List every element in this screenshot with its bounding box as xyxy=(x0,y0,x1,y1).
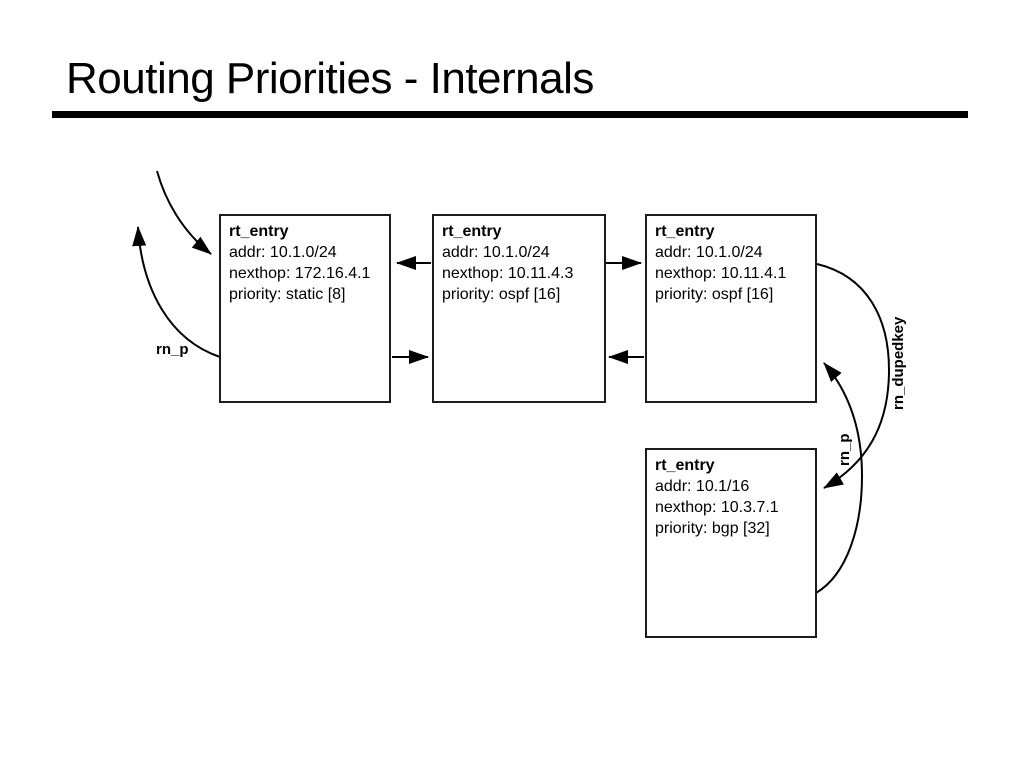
node-struct-name: rt_entry xyxy=(229,223,289,240)
rt-entry-node-2: rt_entry addr: 10.1.0/24 nexthop: 10.11.… xyxy=(432,214,606,403)
node-priority: priority: ospf [16] xyxy=(655,286,774,303)
node-priority: priority: ospf [16] xyxy=(442,286,561,303)
rn-dupedkey-arrow xyxy=(816,263,891,489)
node-priority: priority: bgp [32] xyxy=(655,520,770,537)
node-addr: addr: 10.1.0/24 xyxy=(442,244,550,261)
incoming-arrow xyxy=(156,170,212,255)
node-nexthop: nexthop: 10.11.4.1 xyxy=(655,265,787,282)
page-title: Routing Priorities - Internals xyxy=(66,54,594,103)
rt-entry-node-1: rt_entry addr: 10.1.0/24 nexthop: 172.16… xyxy=(219,214,391,403)
label-rn-p-right: rn_p xyxy=(836,433,853,466)
node-struct-name: rt_entry xyxy=(655,223,715,240)
node-priority: priority: static [8] xyxy=(229,286,346,303)
label-rn-dupedkey: rn_dupedkey xyxy=(890,316,907,410)
rt-entry-node-3: rt_entry addr: 10.1.0/24 nexthop: 10.11.… xyxy=(645,214,817,403)
rn-p-right-arrow xyxy=(815,362,864,594)
label-rn-p-left: rn_p xyxy=(156,341,189,358)
node-addr: addr: 10.1.0/24 xyxy=(229,244,337,261)
title-underline xyxy=(52,111,968,118)
node-addr: addr: 10.1/16 xyxy=(655,478,750,495)
rn-p-left-arrow xyxy=(132,226,221,358)
node-struct-name: rt_entry xyxy=(655,457,715,474)
node-nexthop: nexthop: 172.16.4.1 xyxy=(229,265,371,282)
rt-entry-node-4: rt_entry addr: 10.1/16 nexthop: 10.3.7.1… xyxy=(645,448,817,638)
node-nexthop: nexthop: 10.3.7.1 xyxy=(655,499,779,516)
node-nexthop: nexthop: 10.11.4.3 xyxy=(442,265,574,282)
node-addr: addr: 10.1.0/24 xyxy=(655,244,763,261)
node-struct-name: rt_entry xyxy=(442,223,502,240)
